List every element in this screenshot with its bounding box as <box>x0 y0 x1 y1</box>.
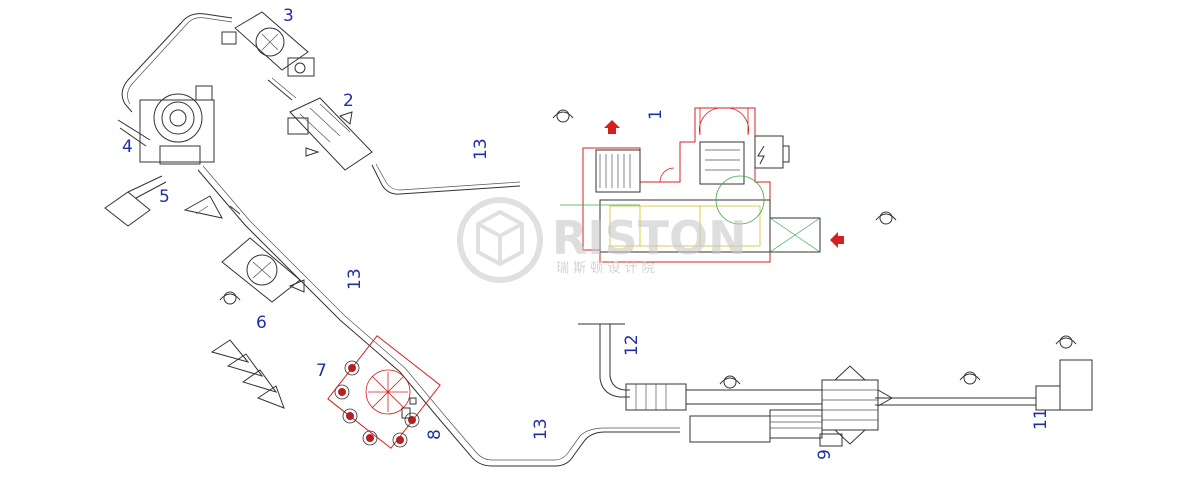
station-12 <box>625 383 822 411</box>
station-9 <box>689 365 894 447</box>
arrow-up-icon <box>604 120 620 134</box>
operator-icon <box>719 375 741 389</box>
label-station-12: 12 <box>622 334 642 356</box>
station-6 <box>221 237 305 303</box>
label-station-5: 5 <box>159 187 170 207</box>
station-4 <box>117 85 215 165</box>
operator-icon <box>219 291 241 305</box>
electrical-hazard-icon <box>757 145 765 165</box>
station-11 <box>1035 359 1093 411</box>
label-station-1: 1 <box>646 109 666 120</box>
watermark-subtitle: 瑞 斯 顿 设 计 院 <box>556 261 655 276</box>
operator-icon <box>959 371 981 385</box>
station-3 <box>221 11 315 77</box>
station-1-cell <box>560 107 821 263</box>
station-5 <box>104 175 241 227</box>
arrow-left-icon <box>830 232 844 248</box>
watermark-logo-icon <box>457 197 543 283</box>
operator-icon <box>875 211 897 225</box>
watermark-text: RISTON <box>552 211 747 265</box>
station-7-rotary-cell <box>327 335 441 449</box>
station-2 <box>287 97 373 171</box>
label-station-3: 3 <box>283 6 294 26</box>
label-conveyor-13-mid: 13 <box>345 268 365 290</box>
label-station-2: 2 <box>343 91 354 111</box>
label-station-8: 8 <box>425 429 445 440</box>
label-conveyor-13-top: 13 <box>471 138 491 160</box>
operator-icon <box>1055 335 1077 349</box>
label-station-11: 11 <box>1031 408 1051 430</box>
label-station-7: 7 <box>316 361 327 381</box>
label-station-6: 6 <box>256 313 267 333</box>
label-conveyor-13-bottom: 13 <box>531 418 551 440</box>
angled-guards <box>210 339 285 409</box>
conveyor-lines <box>121 13 1036 467</box>
label-station-9: 9 <box>815 449 835 460</box>
label-station-4: 4 <box>122 137 133 157</box>
operator-icon <box>552 109 574 123</box>
